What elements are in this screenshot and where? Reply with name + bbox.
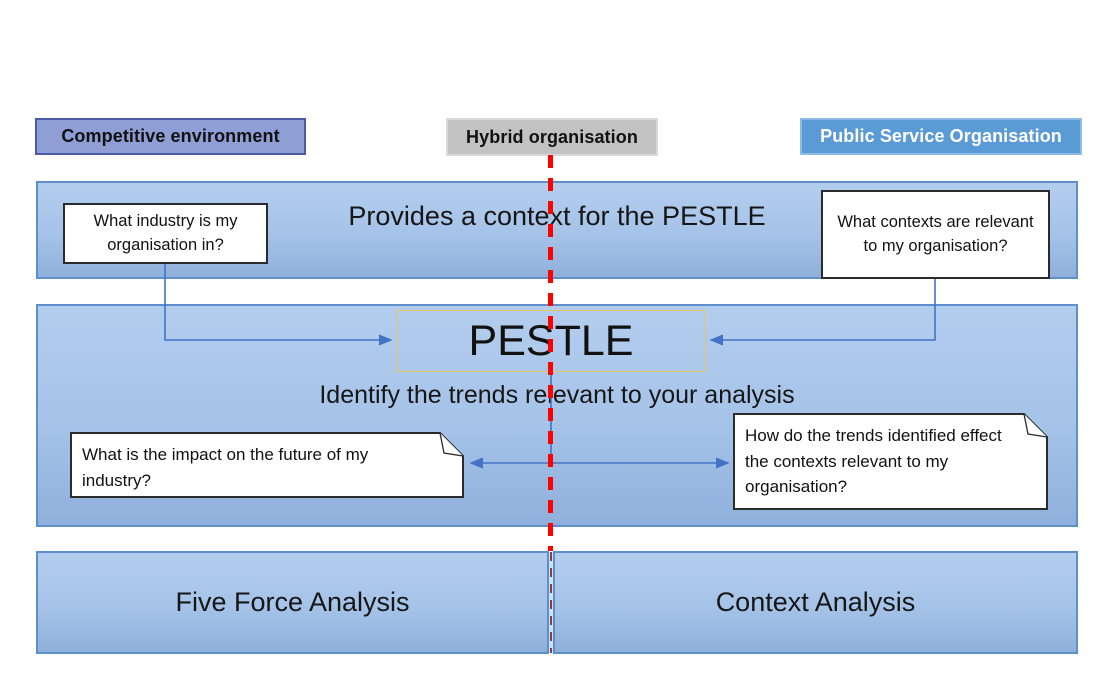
callout-what-contexts-text: What contexts are relevant to my organis… (837, 212, 1034, 255)
header-public-service-organisation-label: Public Service Organisation (820, 126, 1062, 146)
header-public-service-organisation: Public Service Organisation (800, 118, 1082, 155)
note-impact-on-industry: What is the impact on the future of my i… (70, 432, 464, 498)
hybrid-divider-line-lower (549, 552, 553, 653)
band-context-analysis: Context Analysis (553, 551, 1078, 654)
header-competitive-environment-label: Competitive environment (61, 126, 280, 146)
folded-note-shape (70, 432, 464, 498)
header-hybrid-organisation: Hybrid organisation (446, 118, 658, 156)
callout-what-contexts: What contexts are relevant to my organis… (821, 190, 1050, 279)
five-force-analysis-label: Five Force Analysis (175, 587, 410, 617)
hybrid-divider-line (548, 155, 553, 551)
context-analysis-label: Context Analysis (715, 587, 916, 617)
note-trends-effect: How do the trends identified effect the … (733, 413, 1048, 510)
callout-what-industry: What industry is my organisation in? (63, 203, 268, 264)
note-trends-effect-text: How do the trends identified effect the … (745, 426, 1002, 496)
band-five-force-analysis: Five Force Analysis (36, 551, 549, 654)
header-competitive-environment: Competitive environment (35, 118, 306, 155)
band-provides-context-title: Provides a context for the PESTLE (348, 201, 766, 231)
folded-note-shape (733, 413, 1048, 510)
header-hybrid-organisation-label: Hybrid organisation (466, 126, 638, 147)
identify-trends-text: Identify the trends relevant to your ana… (319, 381, 795, 409)
callout-what-industry-text: What industry is my organisation in? (93, 211, 238, 254)
note-impact-on-industry-text: What is the impact on the future of my i… (82, 445, 369, 490)
